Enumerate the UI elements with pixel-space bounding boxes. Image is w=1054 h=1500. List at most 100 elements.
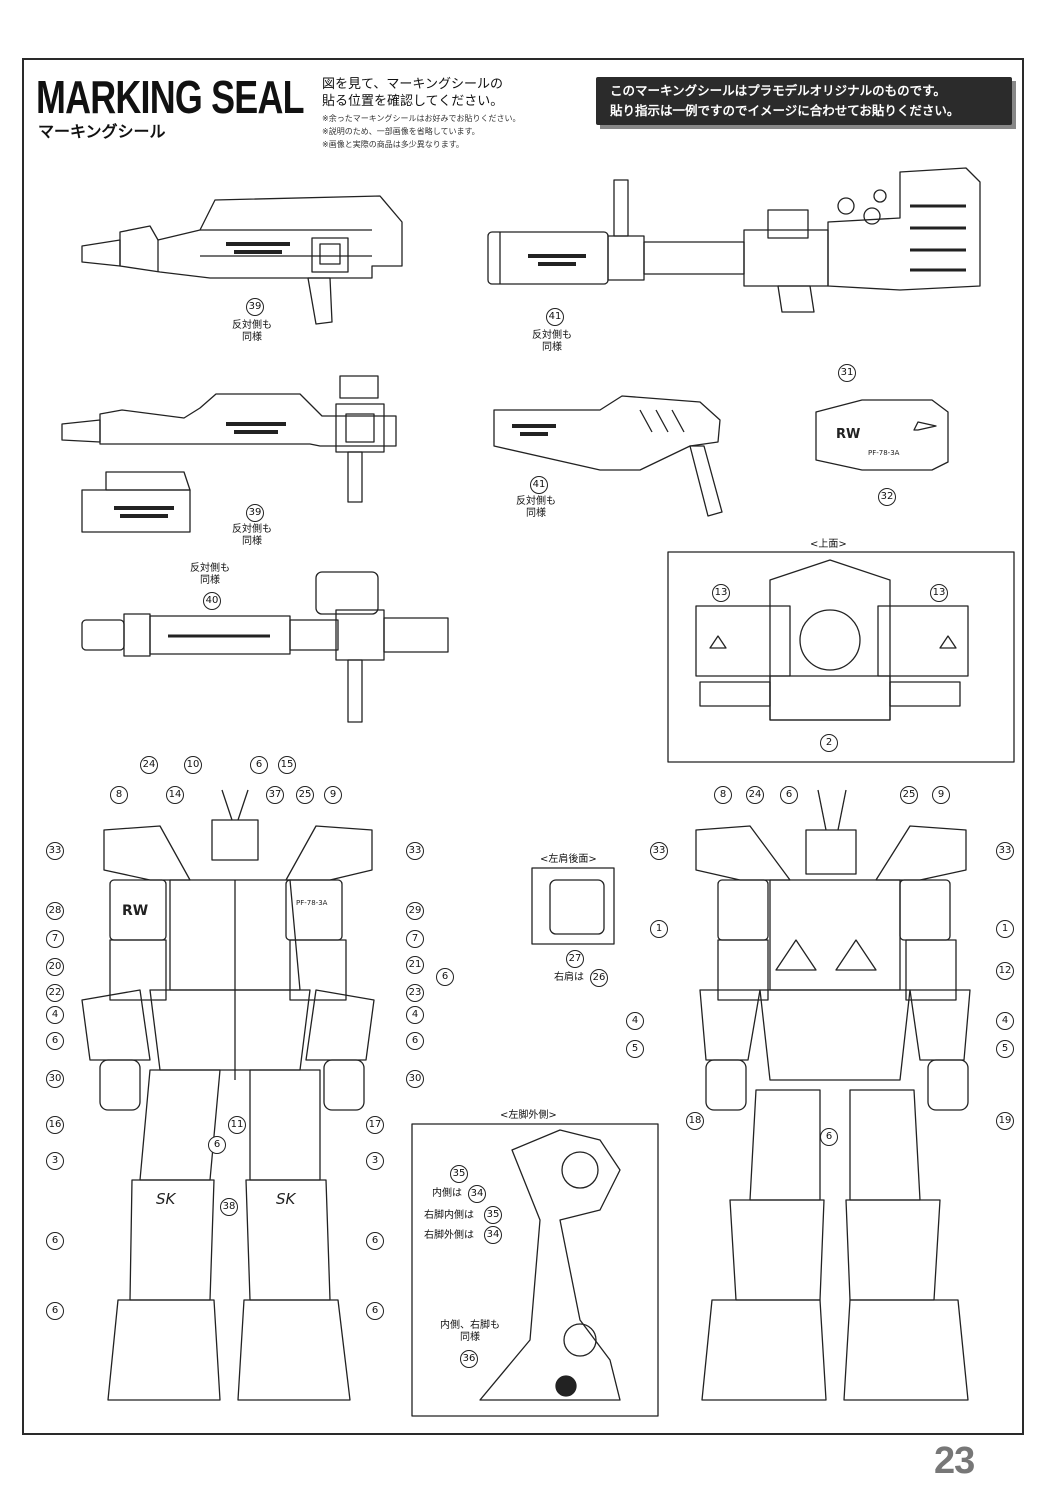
top-view-box (667, 551, 1015, 763)
notice-line-1: このマーキングシールはプラモデルオリジナルのものです。 (610, 83, 946, 98)
right-shoulder-note: 右肩は (554, 972, 584, 984)
same-side-39a-line1: 反対側も (232, 320, 272, 331)
callout-12: 12 (996, 962, 1014, 980)
callout-33-front-right: 33 (406, 842, 424, 860)
callout-2: 2 (820, 734, 838, 752)
robot-front: RW PF-78-3A SK SK (81, 789, 375, 1401)
callout-4-back-right: 4 (996, 1012, 1014, 1030)
callout-4-back-left: 4 (626, 1012, 644, 1030)
intro-text: 図を見て、マーキングシールの 貼る位置を確認してください。 (322, 76, 503, 110)
callout-18: 18 (686, 1112, 704, 1130)
top-view-art (695, 559, 969, 721)
front-pf-text: PF-78-3A (296, 899, 328, 907)
intro-line-2: 貼る位置を確認してください。 (322, 94, 504, 109)
right-leg-outer-text: 右脚外側は (424, 1230, 474, 1241)
leg-outer-box (411, 1123, 659, 1417)
same-side-41a-line1: 反対側も (532, 330, 572, 341)
callout-16: 16 (46, 1116, 64, 1134)
callout-33-front-left: 33 (46, 842, 64, 860)
callout-6-front-l4: 6 (46, 1302, 64, 1320)
callout-25-front: 25 (296, 786, 314, 804)
same-side-41b-line1: 反対側も (516, 496, 556, 507)
same-side-41b: 反対側も 同様 (516, 496, 556, 520)
callout-38: 38 (220, 1198, 238, 1216)
front-sk-right: SK (276, 1190, 297, 1208)
callout-30-left: 30 (46, 1070, 64, 1088)
page-subtitle: マーキングシール (38, 122, 166, 141)
same-side-40-line1: 反対側も (190, 563, 230, 574)
leg-outer-caption: <左脚外側> (500, 1110, 557, 1121)
callout-7-right: 7 (406, 930, 424, 948)
callout-27: 27 (566, 950, 584, 968)
page-number: 23 (934, 1440, 975, 1482)
weapon-bazooka-1 (487, 167, 981, 313)
inner-side-note: 内側は (432, 1188, 462, 1200)
callout-41b: 41 (530, 476, 548, 494)
callout-22: 22 (46, 984, 64, 1002)
callout-24-back: 24 (746, 786, 764, 804)
notes: ※余ったマーキングシールはお好みでお貼りください。 ※説明のため、一部画像を省略… (322, 112, 520, 151)
callout-31: 31 (838, 364, 856, 382)
callout-6-back-center: 6 (820, 1128, 838, 1146)
callout-10: 10 (184, 756, 202, 774)
callout-6-back-top: 6 (780, 786, 798, 804)
page-frame (22, 58, 1024, 1435)
callout-26: 26 (590, 969, 608, 987)
callout-24-front: 24 (140, 756, 158, 774)
callout-9-back: 9 (932, 786, 950, 804)
callout-6-front-center: 6 (208, 1136, 226, 1154)
callout-39a: 39 (246, 298, 264, 316)
right-leg-inner-note: 右脚内側は (424, 1210, 474, 1222)
callout-23: 23 (406, 984, 424, 1002)
callout-25-back: 25 (900, 786, 918, 804)
top-view-caption: <上面> (810, 539, 847, 550)
seal-rw-pf: RW PF-78-3A (815, 399, 949, 471)
leg-outer-art (479, 1129, 621, 1401)
callout-8-back: 8 (714, 786, 732, 804)
callout-21: 21 (406, 956, 424, 974)
callout-34a: 34 (468, 1185, 486, 1203)
same-side-39b-line1: 反対側も (232, 524, 272, 535)
note-3: ※画像と実際の商品は多少異なります。 (322, 140, 464, 149)
callout-35b: 35 (484, 1206, 502, 1224)
same-side-41a: 反対側も 同様 (532, 330, 572, 354)
callout-6-front-l2: 6 (46, 1032, 64, 1050)
callout-3-front-left: 3 (46, 1152, 64, 1170)
callout-13-right: 13 (930, 584, 948, 602)
callout-11: 11 (228, 1116, 246, 1134)
front-sk-left: SK (156, 1190, 177, 1208)
weapon-rifle-3 (81, 571, 449, 723)
same-side-41b-line2: 同様 (526, 508, 546, 519)
same-side-39b-line2: 同様 (242, 536, 262, 547)
callout-15: 15 (278, 756, 296, 774)
weapon-gun-2 (493, 395, 723, 517)
callout-30-right: 30 (406, 1070, 424, 1088)
shoulder-back-caption: <左肩後面> (540, 854, 597, 865)
callout-28: 28 (46, 902, 64, 920)
callout-3-front-right: 3 (366, 1152, 384, 1170)
front-rw-text: RW (122, 903, 148, 919)
weapon-rifle-2 (61, 375, 397, 533)
callout-40: 40 (203, 592, 221, 610)
inner-right-leg-note: 内側、右脚も 同様 (440, 1320, 500, 1344)
intro-line-1: 図を見て、マーキングシールの (322, 77, 503, 92)
same-side-39b: 反対側も 同様 (232, 524, 272, 548)
right-leg-inner-text: 右脚内側は (424, 1210, 474, 1221)
same-side-41a-line2: 同様 (542, 342, 562, 353)
callout-35a: 35 (450, 1165, 468, 1183)
page-title: MARKING SEAL (36, 71, 305, 123)
callout-6-front-l3: 6 (46, 1232, 64, 1250)
right-leg-outer-note: 右脚外側は (424, 1230, 474, 1242)
inner-right-leg-line1: 内側、右脚も (440, 1320, 500, 1331)
inner-side-text: 内側は (432, 1188, 462, 1199)
callout-19: 19 (996, 1112, 1014, 1130)
same-side-40-line2: 同様 (200, 575, 220, 586)
callout-36: 36 (460, 1350, 478, 1368)
callout-17: 17 (366, 1116, 384, 1134)
same-side-40: 反対側も 同様 (190, 563, 230, 587)
callout-41a: 41 (546, 308, 564, 326)
callout-13-left: 13 (712, 584, 730, 602)
callout-20: 20 (46, 958, 64, 976)
callout-29: 29 (406, 902, 424, 920)
